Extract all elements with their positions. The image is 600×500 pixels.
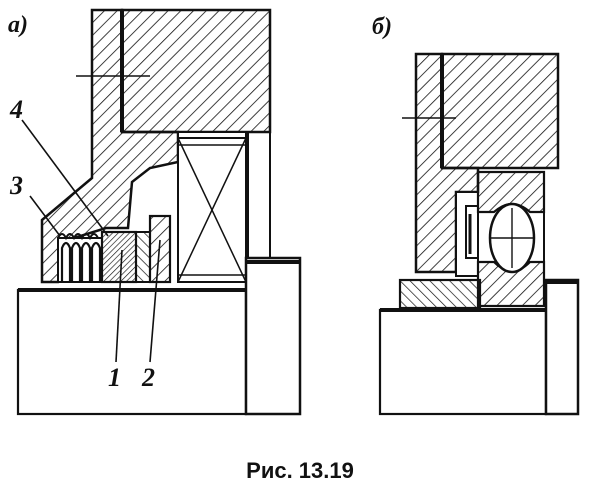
panel-a-drawing: [16, 8, 302, 416]
shaft-shoulder-b: [544, 278, 580, 416]
callout-2: 2: [141, 363, 155, 392]
bearing-a: [177, 137, 247, 283]
callout-4: 4: [9, 95, 23, 124]
seal-cover-a: [40, 8, 180, 284]
callout-1: 1: [108, 363, 121, 392]
ring-part-1: [135, 231, 151, 283]
shaft-shoulder-a: [244, 256, 302, 416]
labyrinth-washer-b: [455, 191, 479, 277]
leader-lines-a: [21, 119, 161, 363]
spacer-sleeve-b: [398, 278, 482, 310]
housing-b: [440, 52, 560, 170]
shaft-a: [16, 288, 248, 416]
panel-b-drawing: [378, 52, 580, 416]
spring-coils-a: [57, 233, 103, 283]
shaft-b: [378, 308, 548, 416]
callout-3: 3: [9, 171, 23, 200]
panel-a-label: а): [8, 12, 28, 38]
panel-b-label: б): [372, 14, 392, 40]
ball-bearing-b: [476, 170, 546, 308]
housing-a: [120, 8, 272, 134]
figure-caption: Рис. 13.19: [246, 458, 354, 483]
seal-ring-a: [100, 230, 138, 284]
